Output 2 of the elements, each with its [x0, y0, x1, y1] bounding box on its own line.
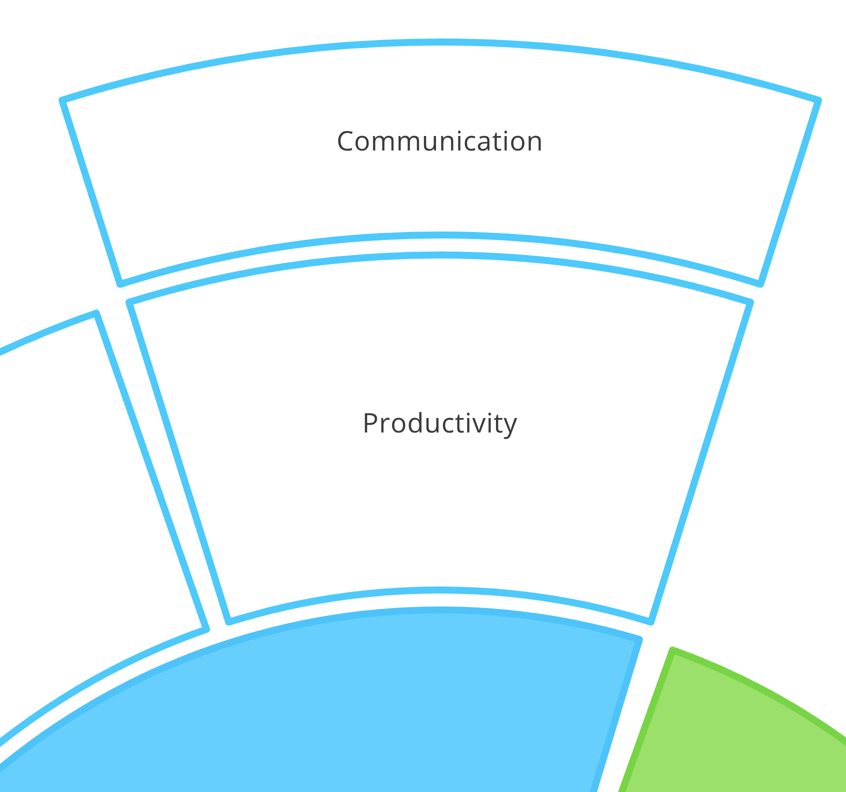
segment-label: Communication	[336, 122, 544, 158]
segment-label: Productivity	[362, 404, 518, 440]
